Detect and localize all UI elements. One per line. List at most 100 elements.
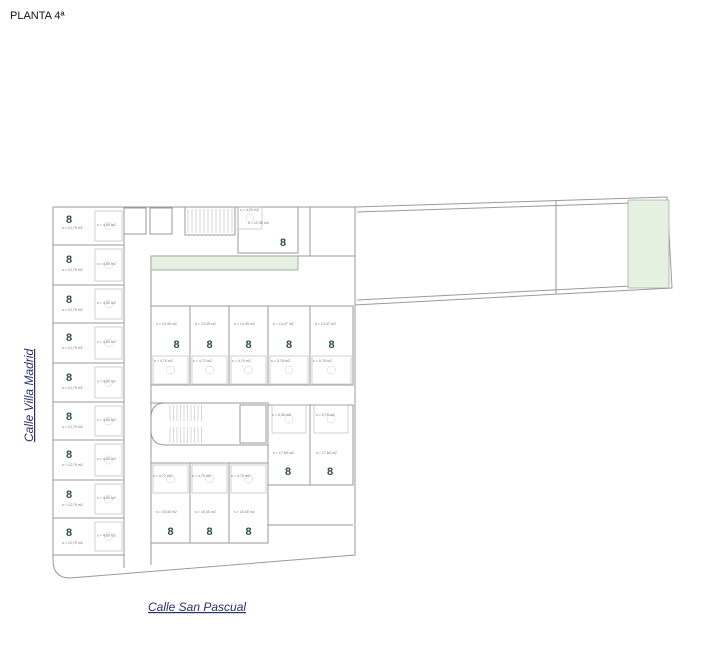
plan-title: PLANTA 4ª [10,10,65,22]
unit-number: 8 [327,466,333,478]
unit[interactable]: 8 s = 15,40 m2 s = 4,70 m2 [228,462,269,544]
unit-outline [237,206,299,254]
bathroom-outline [152,355,189,385]
street-label-west: Calle Villa Madrid [22,349,36,442]
north-wing-outline [354,196,673,306]
unit[interactable]: 8s = 12,79 m2s = 4,80 m2 [52,439,125,481]
unit-number: 8 [328,339,334,351]
bathroom-outline [237,206,263,230]
bathroom-outline [94,326,123,360]
unit-outline [150,305,191,386]
fixture-icon [245,213,255,223]
fixture-icon [244,474,253,484]
street-label-south: Calle San Pascual [148,600,246,614]
fixture-icon [284,365,294,375]
unit-number: 8 [167,526,173,538]
unit-area: s = 14,47 m2 [273,322,294,326]
unit[interactable]: 8 s = 12,79 m2 s = 4,80 m2 [52,322,125,364]
fixture-icon [104,299,113,309]
bathroom-outline [271,404,307,434]
unit-number: 8 [66,527,72,539]
bathroom-area: s = 4,72 m2 [153,474,172,478]
bathroom-area: s = 5,38 m2 [272,413,291,417]
bathroom-area: s = 4,80 m2 [97,496,116,500]
bathroom-outline [94,521,123,552]
unit-area: s = 15,40 m2 [195,510,216,514]
fixture-icon [284,414,294,424]
unit[interactable]: 8s = 12,79 m2s = 4,80 m2 [52,517,125,556]
bathroom-outline [94,443,123,477]
fixture-icon [104,532,113,541]
unit-area: s = 15,40 m2 [156,510,177,514]
unit[interactable]: 8s = 15,40 m2s = 4,70 m2 [189,462,230,544]
bathroom-area: s = 4,80 m2 [97,223,116,227]
unit[interactable]: 8 s = 14,47 m2 s = 5,78 m2 [267,305,311,386]
unit-number: 8 [66,294,72,306]
bathroom-area: s = 4,70 m2 [231,474,250,478]
unit-area: s = 17,60 m2 [316,451,337,455]
unit-area: s = 12,79 m2 [62,308,83,312]
green-terrace [150,255,299,271]
bathroom-outline [269,355,309,385]
unit-number: 8 [286,339,292,351]
bathroom-area: s = 5,78 m2 [313,359,332,363]
fixture-icon [244,365,253,375]
bathroom-area: s = 4,80 m2 [97,262,116,266]
unit[interactable]: 8 s = 12,79 m2 s = 4,80 m2 [52,479,125,519]
bathroom-outline [311,355,352,385]
unit[interactable]: 8s = 12,79 m2s = 4,80 m2 [52,206,125,246]
bathroom-area: s = 4,80 m2 [97,380,116,384]
unit-area: s = 12,79 m2 [62,346,83,350]
fixture-icon [104,338,113,348]
unit[interactable]: 8s = 12,79 m2s = 4,80 m2 [52,284,125,324]
fixture-icon [104,260,113,270]
fixture-icon [166,365,175,375]
bathroom-outline [191,464,228,494]
unit[interactable]: 8s = 12,79 m2s = 4,80 m2 [52,244,125,286]
unit[interactable]: 8s = 13,49 m2s = 4,70 m2 [150,305,191,386]
unit[interactable]: 8s = 12,90 m2s = 4,20 m2 [237,206,299,254]
unit-number: 8 [245,526,251,538]
unit-area: s = 14,47 m2 [315,322,336,326]
unit[interactable]: 8s = 12,79 m2s = 4,80 m2 [52,362,125,403]
unit-area: s = 12,79 m2 [62,503,83,507]
bathroom-area: s = 5,78 m2 [271,359,290,363]
bathroom-area: s = 4,80 m2 [97,457,116,461]
unit-area: s = 13,49 m2 [195,322,216,326]
unit-number: 8 [66,372,72,384]
fixture-icon [104,494,113,504]
unit[interactable]: 8 s = 15,40 m2 s = 4,72 m2 [150,462,191,544]
unit-number: 8 [245,339,251,351]
unit-number: 8 [66,332,72,344]
bathroom-area: s = 4,80 m2 [97,340,116,344]
unit-number: 8 [206,526,212,538]
unit-outline [309,305,354,386]
unit[interactable]: 8s = 13,49 m2s = 4,72 m2 [189,305,230,386]
bathroom-area: s = 4,72 m2 [193,359,212,363]
fixture-icon [205,474,214,484]
unit-area: s = 12,90 m2 [248,221,269,225]
bathroom-outline [94,248,123,282]
unit-outline [228,462,269,544]
fixture-icon [104,416,113,426]
green-area [627,199,670,289]
unit-number: 8 [66,489,72,501]
bathroom-outline [94,288,123,320]
unit[interactable]: 8 s = 14,47 m2 s = 5,78 m2 [309,305,354,386]
unit-area: s = 15,40 m2 [234,510,255,514]
bathroom-outline [230,464,267,494]
building-outline [52,206,356,579]
unit-number: 8 [66,449,72,461]
unit[interactable]: 8s = 13,49 m2s = 4,70 m2 [228,305,269,386]
unit-outline [52,517,125,556]
bathroom-outline [191,355,228,385]
bathroom-outline [94,405,123,437]
unit-number: 8 [66,254,72,266]
unit-area: s = 13,49 m2 [156,322,177,326]
unit[interactable]: 8s = 12,79 m2s = 4,80 m2 [52,401,125,441]
unit[interactable]: 8s = 17,60 m2s = 5,78 m2 [309,404,354,486]
unit-area: s = 17,60 m2 [273,451,294,455]
unit[interactable]: 8s = 17,60 m2s = 5,38 m2 [267,404,311,486]
fixture-icon [104,455,113,465]
